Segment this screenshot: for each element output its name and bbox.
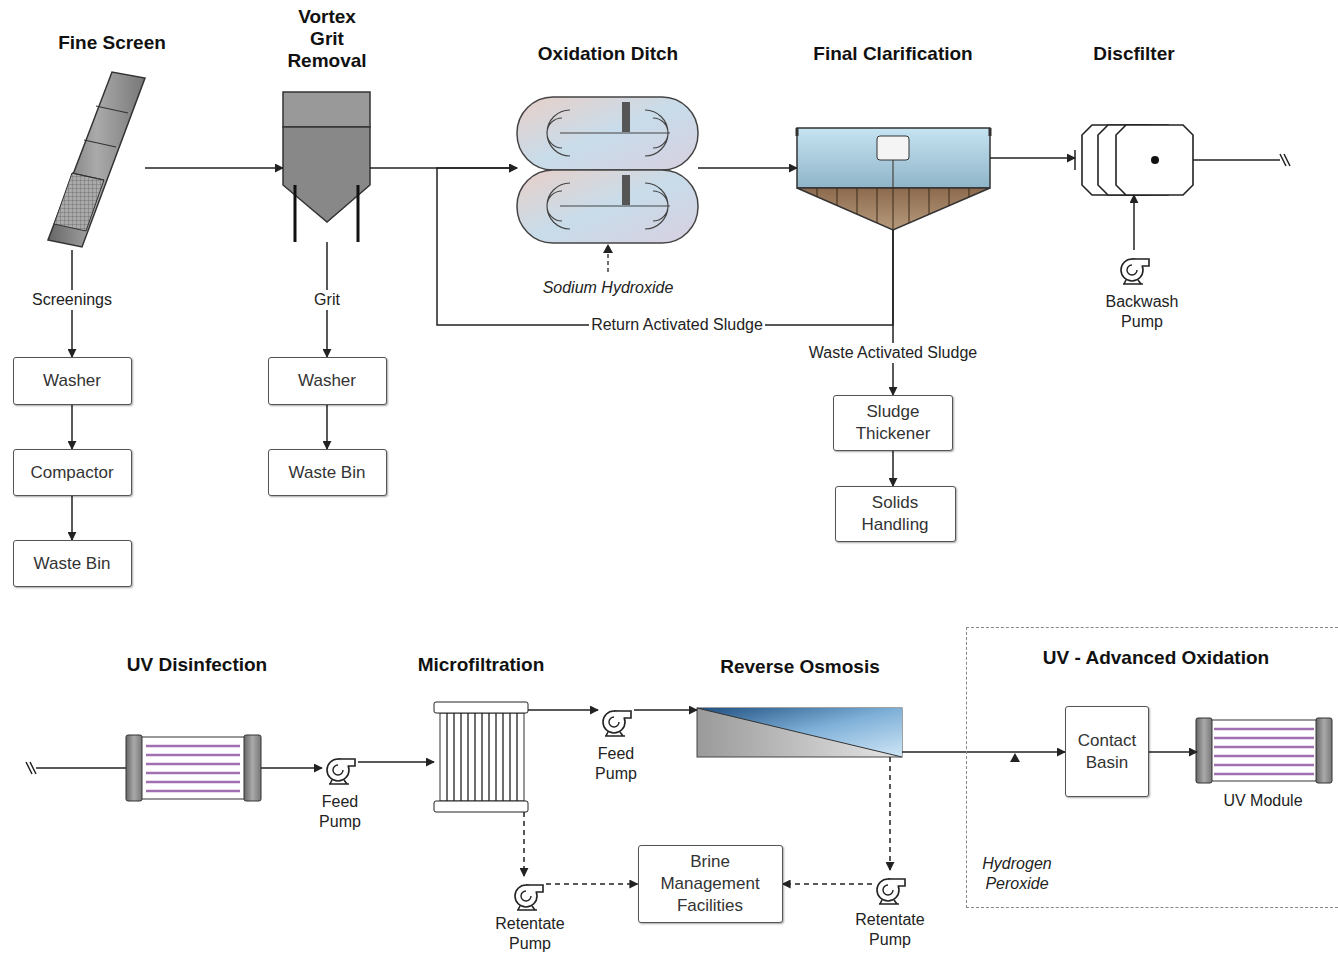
process-box: Washer	[268, 357, 387, 405]
box-label: Contact Basin	[1073, 730, 1141, 774]
box-label: Brine Management Facilities	[646, 851, 775, 917]
process-box: Brine Management Facilities	[638, 845, 783, 923]
retentate-line	[783, 883, 873, 885]
equipment-heading: Oxidation Ditch	[488, 43, 728, 65]
flow-line	[990, 157, 1075, 159]
equipment-heading: Reverse Osmosis	[680, 656, 920, 678]
discfilter-figure	[1075, 125, 1290, 195]
equipment-node: Feed Pump	[322, 750, 358, 786]
chemical-label: Sodium Hydroxide	[518, 278, 698, 298]
flow-line	[71, 496, 73, 540]
process-box: Sludge Thickener	[833, 395, 953, 451]
equipment-node: UV Disinfection	[126, 735, 261, 801]
process-box: Washer	[13, 357, 132, 405]
flow-line	[1149, 751, 1197, 753]
flow-label: Screenings	[30, 290, 114, 310]
reverse-osmosis-figure	[697, 708, 902, 757]
equipment-heading: UV Disinfection	[77, 654, 317, 676]
flow-line	[902, 751, 1065, 753]
equipment-node: Oxidation Ditch	[517, 97, 698, 243]
box-label: Washer	[298, 370, 356, 392]
equipment-heading: Fine Screen	[2, 32, 222, 54]
box-label: Sludge Thickener	[841, 401, 945, 445]
process-box: Contact Basin	[1065, 706, 1149, 797]
clarifier-figure	[797, 128, 990, 230]
flow-line	[437, 168, 893, 325]
equipment-node: Retentate Pump	[510, 876, 546, 912]
flow-line	[145, 167, 283, 169]
microfiltration-figure	[434, 702, 528, 812]
equipment-node: Reverse Osmosis	[697, 708, 902, 757]
retentate-line	[523, 812, 525, 876]
equipment-node: UV Module	[1197, 719, 1333, 784]
retentate-line	[546, 883, 638, 885]
equipment-label: Feed Pump	[315, 792, 365, 832]
hydrogen-peroxide-injection	[1010, 753, 1020, 762]
process-box: Solids Handling	[835, 486, 956, 542]
equipment-heading: Vortex Grit Removal	[285, 6, 369, 72]
flow-line	[71, 405, 73, 449]
equipment-heading: Microfiltration	[371, 654, 591, 676]
process-region: UV - Advanced OxidationHydrogen Peroxide…	[966, 627, 1338, 908]
process-box: Compactor	[13, 449, 132, 496]
flow-line	[698, 167, 797, 169]
equipment-label: Backwash Pump	[1097, 292, 1187, 332]
box-label: Waste Bin	[289, 462, 366, 484]
equipment-node: Discfilter	[1075, 125, 1193, 195]
uv-module-figure	[1196, 718, 1332, 783]
equipment-label: Retentate Pump	[845, 910, 935, 950]
equipment-heading: UV - Advanced Oxidation	[1006, 647, 1306, 669]
flow-label: Return Activated Sludge	[589, 315, 765, 335]
equipment-label: Retentate Pump	[485, 914, 575, 954]
flow-line	[528, 709, 598, 711]
equipment-label: Feed Pump	[591, 744, 641, 784]
flow-label: Grit	[312, 290, 342, 310]
flow-label: Waste Activated Sludge	[807, 343, 979, 363]
equipment-node: Final Clarification	[797, 128, 990, 230]
equipment-label: UV Module	[1203, 791, 1323, 811]
equipment-heading: Final Clarification	[773, 43, 1013, 65]
box-label: Washer	[43, 370, 101, 392]
flow-line	[358, 761, 434, 763]
grit-chamber-figure	[283, 92, 370, 242]
equipment-heading: Discfilter	[1034, 43, 1234, 65]
pump-symbols	[327, 259, 1149, 910]
uv-disinfection-figure	[26, 735, 261, 801]
flow-line	[261, 767, 322, 769]
equipment-label: Hydrogen Peroxide	[972, 854, 1062, 894]
retentate-line	[889, 757, 891, 870]
process-box: Waste Bin	[13, 540, 132, 587]
flow-line	[634, 709, 697, 711]
fine-screen-figure	[48, 72, 145, 247]
flow-line	[326, 405, 328, 449]
oxidation-ditch-figure	[517, 97, 698, 243]
box-label: Solids Handling	[843, 492, 948, 536]
flow-line	[1133, 195, 1135, 250]
sodium-hydroxide-leader	[603, 244, 613, 272]
equipment-node: Backwash Pump	[1116, 250, 1152, 286]
equipment-node: Retentate Pump	[872, 870, 908, 906]
process-box: Waste Bin	[268, 449, 387, 496]
equipment-node: Vortex Grit Removal	[283, 92, 370, 242]
box-label: Waste Bin	[34, 553, 111, 575]
equipment-node: Microfiltration	[434, 702, 528, 812]
box-label: Compactor	[30, 462, 113, 484]
flow-line	[892, 230, 894, 395]
equipment-node: Fine Screen	[48, 72, 145, 250]
flow-line	[892, 451, 894, 486]
equipment-node: Feed Pump	[598, 702, 634, 738]
